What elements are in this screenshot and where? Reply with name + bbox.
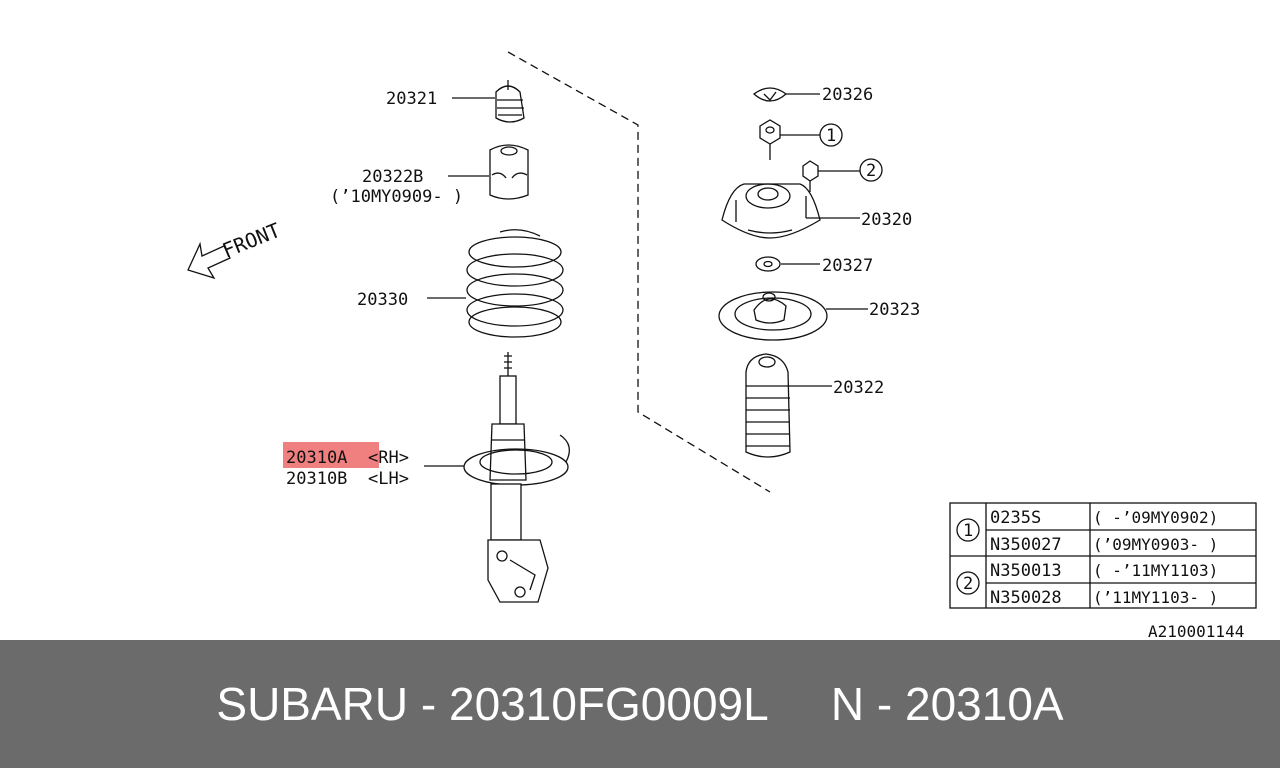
- part-20330-coil-spring: [466, 229, 564, 338]
- figure-id: A210001144: [1148, 622, 1244, 640]
- assembly-dashed-lines: [507, 51, 771, 493]
- table-row-1-note: ( -’09MY0902): [1093, 508, 1218, 527]
- part-20321-bump-stopper: [495, 80, 525, 123]
- ref2-label: 2: [866, 161, 876, 181]
- label-20320: 20320: [861, 210, 912, 230]
- table-row-4-part: N350028: [990, 588, 1062, 608]
- label-20326: 20326: [822, 85, 873, 105]
- part-20327-washer: [755, 256, 781, 272]
- part-20322B-boot: [489, 144, 529, 200]
- label-20323: 20323: [869, 300, 920, 320]
- label-20322: 20322: [833, 378, 884, 398]
- part-nut-ref1: [759, 119, 781, 160]
- table-ref2-circle-icon: [956, 571, 980, 595]
- label-20321: 20321: [386, 89, 437, 109]
- part-20323-spring-seat: [718, 291, 828, 341]
- highlight-20310A: [283, 442, 379, 468]
- table-row-4-note: (’11MY1103- ): [1093, 588, 1218, 607]
- table-row-3-part: N350013: [990, 561, 1062, 581]
- footer-bar: SUBARU - 20310FG0009L N - 20310A: [0, 640, 1280, 768]
- ref1-label: 1: [826, 126, 836, 146]
- part-nut-ref2: [802, 160, 819, 192]
- reference-table: 1 2 0235S ( -’09MY0902) N350027 (’09MY09…: [949, 502, 1257, 609]
- part-20310-strut: [463, 352, 571, 603]
- label-20322B: 20322B: [362, 167, 423, 187]
- part-20326-cap: [752, 87, 788, 102]
- ref2-circle-icon: [859, 158, 883, 182]
- label-20310A: 20310A: [286, 448, 347, 468]
- table-row-2-part: N350027: [990, 535, 1062, 555]
- parts-diagram: 20321 20322B (’10MY0909- ) FRONT 20330: [187, 51, 1257, 640]
- table-row-3-ref: 2: [963, 574, 973, 594]
- label-20330: 20330: [357, 290, 408, 310]
- label-20310A-side: <RH>: [368, 448, 409, 468]
- table-row-1-ref: 1: [963, 521, 973, 541]
- table-ref1-circle-icon: [956, 518, 980, 542]
- table-row-2-note: (’09MY0903- ): [1093, 535, 1218, 554]
- front-label: FRONT: [219, 218, 284, 263]
- label-20310B: 20310B: [286, 469, 347, 489]
- front-arrow-icon: [187, 241, 231, 280]
- table-row-1-part: 0235S: [990, 508, 1041, 528]
- label-20310B-side: <LH>: [368, 469, 409, 489]
- label-20327: 20327: [822, 256, 873, 276]
- part-20322-dust-boot: [745, 353, 791, 458]
- table-row-3-note: ( -’11MY1103): [1093, 561, 1218, 580]
- footer-part-text: SUBARU - 20310FG0009L N - 20310A: [216, 678, 1064, 730]
- ref1-circle-icon: [819, 123, 843, 147]
- label-20322B-note: (’10MY0909- ): [330, 187, 463, 207]
- part-20320-strut-mount: [721, 183, 821, 239]
